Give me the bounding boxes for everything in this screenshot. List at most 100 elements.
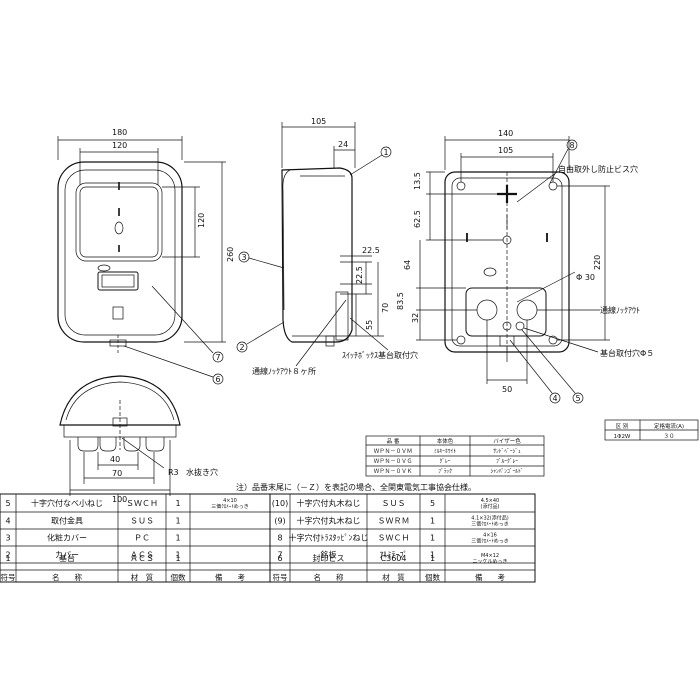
parts-footer-9: 個数 [425,572,440,582]
callout-3: 3 [241,253,246,262]
parts-left-row-1-col-2: 十字穴付なべ小ねじ [31,498,103,508]
parts-left-row-3-col-4: 1 [175,534,180,543]
parts-right-row-2-col-3: ＳＷＲＭ [378,517,410,526]
color-row-1-body: ﾐﾙｷｰﾎﾜｲﾄ [434,448,456,455]
parts-right-row-5-col-5-b: ニッケルめっき [472,558,507,565]
bottom-view [59,375,181,496]
side-view [236,122,392,367]
parts-footer-10: 備 考 [475,572,505,582]
dim-front-height: 260 [226,247,235,262]
parts-right-row-5-col-4: 1 [430,554,435,563]
parts-left-row-5-col-2: 基台 [59,553,75,563]
dim-side-22-5b: 22.5 [355,266,364,284]
parts-right-row-1-col-5-b: (添付品) [481,503,500,510]
color-row-1-part: ＷＰＮ－０ＶＭ [374,448,413,455]
dim-back-105: 105 [498,146,513,155]
parts-right-row-1-col-4: 5 [430,499,435,508]
parts-left-row-2-col-3: ＳＵＳ [130,517,154,526]
parts-table [0,493,536,583]
parts-left-row-4-col-1: 2 [5,551,10,560]
dim-bottom-40: 40 [110,455,120,464]
parts-right-row-2-col-4: 1 [430,517,435,526]
parts-right-row-5-col-1: 6 [277,554,282,563]
parts-left-row-4-col-3: ＡＣＳ [130,551,154,560]
color-row-2-visor: ﾌﾞﾙｰｸﾞﾚｰ [496,458,518,465]
parts-right-row-3-col-5-a: 4×16 [483,533,497,539]
parts-right-row-1-col-5-a: 4.5×40 [481,498,500,504]
back-view [416,136,610,404]
dim-back-width: 140 [498,129,513,138]
front-view [57,136,226,385]
color-header-visor: バイザー色 [493,437,521,445]
color-table [365,435,545,477]
dim-side-55: 55 [365,320,374,330]
parts-left-row-5-col-4: 1 [175,554,180,563]
dim-front-window: 120 [197,213,206,228]
parts-right-row-5-col-5-a: M4×12 [481,553,499,559]
note-text: 注）品番末尾に（－Ｚ）を表記の場合、全関東電気工事協会仕様。 [236,482,476,492]
parts-footer-3: 材 質 [131,572,154,582]
parts-left-row-4-col-4: 1 [175,551,180,560]
dim-side-width: 105 [311,117,326,126]
dim-back-32: 32 [411,313,420,323]
parts-left-row-5-col-3: ＡＣＳ [130,554,154,563]
callout-7: 7 [215,353,220,362]
parts-right-row-4-col-2: 銘板 [321,550,337,560]
parts-right-row-4-col-1: 7 [277,551,282,560]
parts-right-row-2-col-5-a: 4.1×32(添付品) [471,515,508,522]
dim-side-22-5a: 22.5 [362,246,380,255]
callout-6: 6 [215,375,220,384]
parts-left-row-2-col-4: 1 [175,517,180,526]
parts-right-row-3-col-4: 1 [430,534,435,543]
dim-front-width: 180 [112,128,127,137]
label-knockout: 通線ﾉｯｸｱｳﾄ [600,305,640,315]
dim-back-50: 50 [502,385,512,394]
parts-left-row-1-col-4: 1 [175,499,180,508]
dim-back-64: 64 [403,260,412,270]
parts-right-row-5-col-2: 封印ビス [313,553,345,563]
dim-bottom-70: 70 [112,469,122,478]
dim-back-62-5: 62.5 [413,210,422,228]
parts-left-row-4-col-2: カバー [55,551,79,560]
dim-front-inner: 120 [112,141,127,150]
parts-left-row-3-col-1: 3 [5,534,10,543]
parts-footer-8: 材 質 [382,572,405,582]
dim-side-24: 24 [338,140,348,149]
parts-left-row-1-col-3: ＳＷＣＨ [126,499,158,508]
rating-header-current: 定格電流(A) [654,422,684,430]
parts-footer-2: 名 称 [52,572,82,582]
parts-left-row-1-col-1: 5 [5,499,10,508]
parts-right-row-4-col-3: ｱﾙﾐﾃｰﾌﾟ [380,551,408,560]
rating-table [604,419,699,441]
rating-row-type: 1Φ2W [614,434,631,440]
dim-back-phi30: Φ 30 [576,273,595,282]
rating-header-type: 区 別 [616,422,629,430]
parts-footer-1: 符号 [1,572,16,582]
label-switch-box: ｽｲｯﾁﾎﾞｯｸｽ基台取付穴 [342,350,418,360]
parts-right-row-1-col-1: (10) [272,499,288,508]
parts-right-row-3-col-1: 8 [277,534,282,543]
parts-left-row-3-col-2: 化粧カバー [47,533,87,543]
parts-right-row-2-col-1: (9) [274,517,285,526]
parts-left-row-5-col-1: 1 [5,554,10,563]
parts-right-row-2-col-5-b: 三価ｸﾛﾒｰﾄめっき [471,521,509,528]
color-row-2-part: ＷＰＮ－０ＶＧ [374,458,413,465]
color-row-3-body: ﾌﾞﾗｯｸ [438,468,452,475]
color-header-body: 本体色 [437,437,454,445]
parts-right-row-1-col-3: ＳＵＳ [382,499,406,508]
dim-bottom-r3: R3 [168,468,179,477]
callout-5: 5 [575,394,580,403]
parts-right-row-3-col-3: ＳＷＣＨ [378,534,410,543]
parts-right-row-4-col-4: 1 [430,551,435,560]
parts-footer-6: 符号 [273,572,288,582]
dim-back-220: 220 [593,255,602,270]
parts-left-row-1-col-5-a: 4×10 [223,498,237,504]
color-row-3-part: ＷＰＮ－０ＶＫ [374,468,413,475]
parts-left-row-1-col-5-b: 三価ｸﾛﾒｰﾄめっき [211,503,249,510]
parts-footer-5: 備 考 [215,572,245,582]
color-row-2-body: ｸﾞﾚｰ [439,458,450,465]
color-row-1-visor: ｻﾝﾄﾞﾍﾞｰｼﾞｭ [493,448,521,455]
parts-left-row-2-col-2: 取付金具 [51,516,83,526]
parts-right-row-5-col-3: C3604 [381,554,407,563]
parts-right-row-1-col-2: 十字穴付丸木ねじ [297,498,361,508]
